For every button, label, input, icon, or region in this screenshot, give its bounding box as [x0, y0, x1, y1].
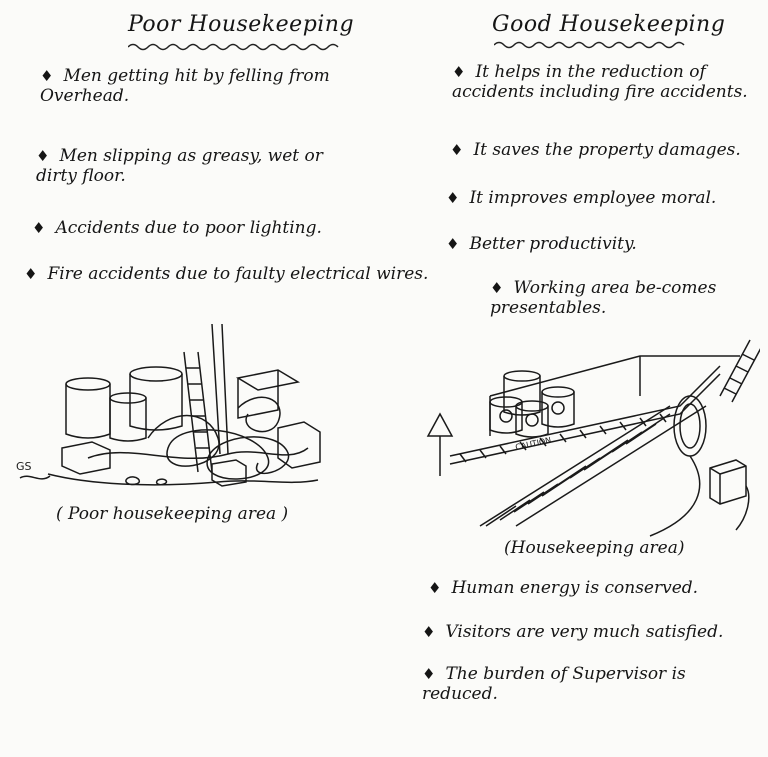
poor-sketch-caption: ( Poor housekeeping area ) — [56, 504, 289, 524]
good-item-6: ♦ Human energy is conserved. — [428, 578, 758, 598]
sketch-initials: GS — [16, 460, 32, 473]
diamond-bullet-icon: ♦ — [422, 623, 436, 641]
poor-item-2-text: Men slipping as greasy, wet or dirty flo… — [36, 146, 323, 186]
good-item-6-text: Human energy is conserved. — [451, 578, 699, 598]
diamond-bullet-icon: ♦ — [446, 235, 460, 253]
good-item-7-text: Visitors are very much satisfied. — [445, 622, 724, 642]
good-item-2-text: It saves the property damages. — [473, 140, 741, 160]
diamond-bullet-icon: ♦ — [24, 265, 38, 283]
diamond-bullet-icon: ♦ — [422, 665, 436, 683]
poor-item-3: ♦ Accidents due to poor lighting. — [32, 218, 392, 238]
good-item-8: ♦The burden of Supervisor is reduced. — [422, 664, 742, 704]
good-item-2: ♦ It saves the property damages. — [450, 140, 760, 160]
good-item-4-text: Better productivity. — [469, 234, 637, 254]
poor-item-1: ♦Men getting hit by felling from Overhea… — [40, 66, 400, 106]
good-item-1-text: It helps in the reduction of accidents i… — [452, 62, 748, 102]
good-title-underline — [494, 41, 685, 49]
good-item-8-text: The burden of Supervisor is reduced. — [422, 664, 686, 704]
poor-housekeeping-sketch: GS — [16, 323, 321, 487]
diamond-bullet-icon: ♦ — [32, 219, 46, 237]
poor-item-3-text: Accidents due to poor lighting. — [55, 218, 322, 238]
good-item-1: ♦It helps in the reduction of accidents … — [452, 62, 752, 102]
diamond-bullet-icon: ♦ — [450, 141, 464, 159]
poor-item-1-text: Men getting hit by felling from Overhead… — [40, 66, 330, 106]
good-item-5-text: Working area be-comes presentables. — [490, 278, 717, 318]
poor-item-4-text: Fire accidents due to faulty electrical … — [47, 264, 429, 284]
diamond-bullet-icon: ♦ — [40, 67, 54, 85]
good-sketch-caption: (Housekeeping area) — [504, 538, 685, 558]
good-item-5: ♦Working area be-comes presentables. — [490, 278, 760, 318]
good-item-3-text: It improves employee moral. — [469, 188, 717, 208]
good-item-4: ♦ Better productivity. — [446, 234, 746, 254]
diamond-bullet-icon: ♦ — [36, 147, 50, 165]
diamond-bullet-icon: ♦ — [452, 63, 466, 81]
diamond-bullet-icon: ♦ — [428, 579, 442, 597]
poor-item-2: ♦Men slipping as greasy, wet or dirty fl… — [36, 146, 366, 186]
diamond-bullet-icon: ♦ — [490, 279, 504, 297]
poor-item-4: ♦ Fire accidents due to faulty electrical… — [24, 264, 484, 284]
good-housekeeping-sketch: CAUTION — [426, 339, 760, 537]
diamond-bullet-icon: ♦ — [446, 189, 460, 207]
good-housekeeping-title: Good Housekeeping — [492, 12, 726, 37]
good-item-3: ♦ It improves employee moral. — [446, 188, 756, 208]
poor-housekeeping-title: Poor Housekeeping — [128, 12, 355, 37]
poor-title-underline — [128, 43, 339, 51]
good-item-7: ♦ Visitors are very much satisfied. — [422, 622, 762, 642]
